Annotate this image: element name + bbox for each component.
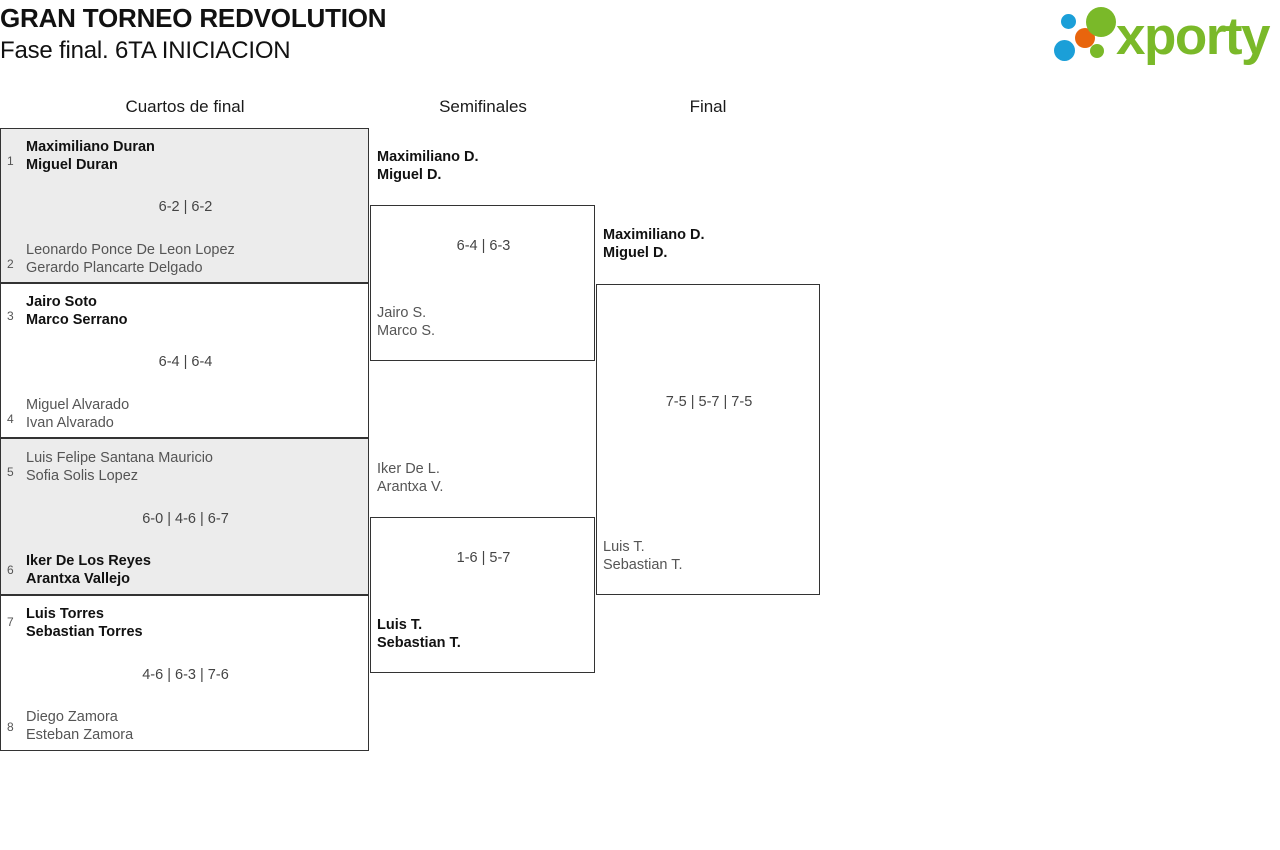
round-header-semifinals: Semifinales	[439, 97, 527, 116]
seed-number: 3	[7, 309, 14, 323]
player-name: Miguel D.	[377, 167, 442, 183]
player-name: Jairo S.	[377, 305, 427, 321]
player-name: Arantxa V.	[377, 479, 444, 495]
player-name: Jairo Soto	[26, 294, 97, 310]
match-score: 6-4 | 6-4	[158, 354, 213, 370]
match-sf-2[interactable]: 1-6 | 5-7	[370, 517, 595, 673]
team-top: Maximiliano Duran Miguel Duran	[26, 138, 155, 174]
seed-number: 8	[7, 720, 14, 734]
player-name: Leonardo Ponce De Leon Lopez	[26, 242, 235, 258]
player-name: Diego Zamora	[26, 709, 118, 725]
match-score: 6-4 | 6-3	[456, 238, 511, 254]
player-name: Arantxa Vallejo	[26, 571, 130, 587]
player-name: Luis T.	[377, 617, 423, 633]
match-score: 7-5 | 5-7 | 7-5	[665, 394, 753, 410]
seed-number: 1	[7, 154, 14, 168]
sf-2-team-bottom: Luis T. Sebastian T.	[377, 616, 461, 652]
player-name: Marco S.	[377, 323, 436, 339]
player-name: Maximiliano D.	[603, 227, 705, 243]
logo-dot-green-large-icon	[1086, 7, 1116, 37]
logo-dot-blue-bottom-icon	[1054, 40, 1075, 61]
page-header: GRAN TORNEO REDVOLUTION Fase final. 6TA …	[0, 0, 1280, 75]
team-bottom: Leonardo Ponce De Leon Lopez Gerardo Pla…	[26, 241, 235, 277]
player-name: Gerardo Plancarte Delgado	[26, 260, 203, 276]
match-qf-3[interactable]: 5 Luis Felipe Santana Mauricio Sofia Sol…	[0, 438, 369, 595]
player-name: Miguel Alvarado	[26, 397, 130, 413]
round-header-final: Final	[689, 97, 727, 116]
team-top: Luis Torres Sebastian Torres	[26, 605, 143, 641]
logo-dot-green-small-icon	[1090, 44, 1104, 58]
player-name: Luis T.	[603, 539, 645, 555]
final-team-bottom: Luis T. Sebastian T.	[603, 538, 683, 574]
player-name: Sebastian T.	[603, 557, 683, 573]
sf-2-team-top: Iker De L. Arantxa V.	[377, 460, 443, 496]
player-name: Sofia Solis Lopez	[26, 468, 139, 484]
page-subtitle: Fase final. 6TA INICIACION	[0, 37, 291, 64]
seed-number: 2	[7, 257, 14, 271]
match-score: 1-6 | 5-7	[456, 550, 511, 566]
player-name: Luis Felipe Santana Mauricio	[26, 450, 213, 466]
player-name: Iker De Los Reyes	[26, 553, 151, 569]
player-name: Esteban Zamora	[26, 727, 134, 743]
player-name: Iker De L.	[377, 461, 440, 477]
player-name: Miguel D.	[603, 245, 668, 261]
match-qf-1[interactable]: 1 Maximiliano Duran Miguel Duran 6-2 | 6…	[0, 128, 369, 283]
match-score: 4-6 | 6-3 | 7-6	[142, 667, 229, 683]
match-sf-1[interactable]: 6-4 | 6-3	[370, 205, 595, 361]
team-bottom: Diego Zamora Esteban Zamora	[26, 708, 133, 744]
sf-1-team-top: Maximiliano D. Miguel D.	[377, 148, 479, 184]
sf-1-team-bottom: Jairo S. Marco S.	[377, 304, 435, 340]
player-name: Marco Serrano	[26, 312, 128, 328]
logo-wordmark: xporty	[1116, 7, 1270, 66]
logo-dots-icon	[1048, 6, 1128, 68]
team-top: Luis Felipe Santana Mauricio Sofia Solis…	[26, 449, 213, 485]
team-top: Jairo Soto Marco Serrano	[26, 293, 128, 329]
player-name: Miguel Duran	[26, 157, 118, 173]
seed-number: 6	[7, 563, 14, 577]
match-final[interactable]: 7-5 | 5-7 | 7-5	[596, 284, 820, 595]
round-header-quarterfinals: Cuartos de final	[125, 97, 245, 116]
seed-number: 4	[7, 412, 14, 426]
seed-number: 5	[7, 465, 14, 479]
page-title: GRAN TORNEO REDVOLUTION	[0, 3, 387, 33]
player-name: Sebastian Torres	[26, 624, 143, 640]
team-bottom: Miguel Alvarado Ivan Alvarado	[26, 396, 129, 432]
match-qf-2[interactable]: 3 Jairo Soto Marco Serrano 6-4 | 6-4 4 M…	[0, 283, 369, 438]
team-bottom: Iker De Los Reyes Arantxa Vallejo	[26, 552, 151, 588]
player-name: Maximiliano D.	[377, 149, 479, 165]
player-name: Luis Torres	[26, 606, 104, 622]
logo-dot-blue-top-icon	[1061, 14, 1076, 29]
seed-number: 7	[7, 615, 14, 629]
xporty-logo[interactable]: xporty	[1048, 6, 1276, 68]
title-block: GRAN TORNEO REDVOLUTION Fase final. 6TA …	[0, 2, 387, 67]
final-team-top: Maximiliano D. Miguel D.	[603, 226, 705, 262]
match-score: 6-0 | 4-6 | 6-7	[142, 511, 229, 527]
player-name: Ivan Alvarado	[26, 415, 114, 431]
player-name: Sebastian T.	[377, 635, 461, 651]
match-qf-4[interactable]: 7 Luis Torres Sebastian Torres 4-6 | 6-3…	[0, 595, 369, 751]
match-score: 6-2 | 6-2	[158, 199, 213, 215]
player-name: Maximiliano Duran	[26, 139, 155, 155]
